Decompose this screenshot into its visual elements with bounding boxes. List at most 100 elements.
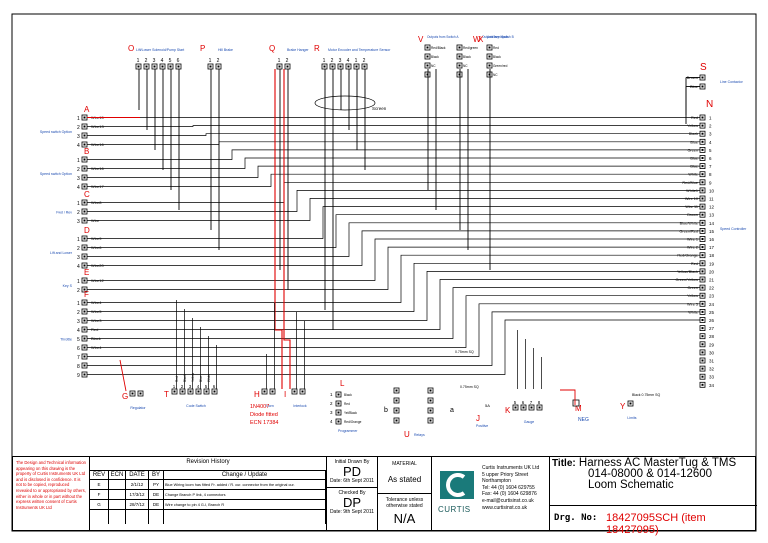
checked-date: Date: 9th Sept 2011: [329, 509, 375, 515]
pin-number: 10: [709, 188, 715, 193]
drawing-number-row: Drg. No: 18427095SCH (item 18427095): [550, 505, 757, 536]
pin-number: 3: [77, 219, 80, 225]
wire-label: Black: [183, 374, 187, 382]
revision-table: REV ECN DATE BY Change / Update E 2/1/12…: [90, 470, 326, 524]
pin-number: 18: [709, 253, 715, 258]
ecn-header: ECN: [108, 470, 126, 480]
pin-number: 26: [709, 318, 715, 323]
pin-dot: [701, 286, 704, 289]
pin-dot: [458, 73, 461, 76]
pin-dot: [701, 197, 704, 200]
drg-label: Drg. No:: [554, 513, 598, 523]
pin-number: 29: [709, 342, 715, 347]
pin-dot: [153, 65, 156, 68]
pin-dot: [701, 124, 704, 127]
pin-dot: [83, 301, 86, 304]
pin-dot: [161, 65, 164, 68]
connector-letter: V: [418, 35, 424, 44]
pin-dot: [339, 65, 342, 68]
connector-letter: Y: [620, 402, 626, 411]
pin-number: 6: [177, 58, 180, 64]
pin-dot: [83, 337, 86, 340]
pin-dot: [83, 237, 86, 240]
title-line: 014-08000 & 014-12600: [588, 468, 713, 480]
pin-number: 25: [709, 310, 715, 315]
wire-label: Yellow: [191, 372, 195, 382]
table-row: G 28/7/12 DE Wire change to pin 4 G-I, B…: [90, 499, 326, 510]
connector-letter: W: [473, 35, 481, 44]
pin-number: 30: [709, 350, 715, 355]
wire-label: Red: [493, 46, 499, 50]
pin-number: 1: [77, 301, 80, 307]
pin-number: 32: [709, 367, 715, 372]
pin-number: 4: [330, 419, 333, 424]
pin-number: 8: [538, 400, 541, 405]
pin-dot: [701, 294, 704, 297]
pin-number: 1: [77, 237, 80, 243]
company-address: Curtis Instruments UK Ltd 5 upper Priory…: [482, 465, 539, 511]
connector-letter: G: [122, 392, 128, 401]
connector-letter: B: [84, 147, 89, 156]
wire-line: [87, 157, 700, 169]
checked-by: DP: [342, 495, 362, 510]
pin-dot: [701, 262, 704, 265]
pin-dot: [278, 65, 281, 68]
pin-dot: [488, 73, 491, 76]
table-row: E 2/1/12 PY Blue Wiring loom has fitted …: [90, 479, 326, 490]
pin-dot: [522, 406, 525, 409]
pin-dot: [83, 355, 86, 358]
pin-dot: [426, 46, 429, 49]
cable-label: Black 0.75mm SQ: [632, 393, 660, 397]
pin-dot: [458, 64, 461, 67]
pin-number: 4: [709, 140, 712, 145]
wire-label: Red/Orange: [344, 420, 362, 424]
pin-number: 6: [709, 156, 712, 161]
pin-dot: [181, 390, 184, 393]
material-cell: MATERIAL As stated Tolerance unless othe…: [378, 457, 432, 530]
connector-label: NEG: [578, 417, 589, 423]
pin-number: 1: [77, 116, 80, 122]
pin-dot: [83, 134, 86, 137]
pin-number: 1: [77, 158, 80, 164]
pin-number: 4: [77, 328, 80, 334]
diode-annotation: ECN 17384: [250, 420, 278, 426]
wire-line: [87, 303, 700, 357]
pin-number: 2: [363, 58, 366, 64]
connector-label: Speed switch Option: [40, 130, 72, 134]
wire-label: Yellow: [687, 294, 698, 298]
pin-number: 4: [77, 185, 80, 191]
pin-number: 8: [709, 172, 712, 177]
pin-number: 1: [330, 392, 333, 397]
connector-letter: X: [478, 35, 484, 44]
wire-line: [87, 206, 700, 239]
table-row: F 17/3/12 DE Change Branch P link, 4 con…: [90, 489, 326, 500]
date-cell: 2/1/12: [125, 479, 149, 490]
connector-label: Gauge: [524, 420, 535, 424]
wire-label: Green: [687, 286, 698, 290]
wire-label: White: [207, 374, 211, 382]
pin-number: 7: [77, 355, 80, 361]
wire-label: Blue: [690, 140, 698, 144]
title-block: The Design and Technical information app…: [12, 456, 757, 536]
screen-label: Screen: [372, 106, 387, 111]
pin-dot: [83, 116, 86, 119]
pin-number: 9: [77, 373, 80, 379]
pin-number: 1: [278, 58, 281, 64]
rev-cell: F: [90, 489, 109, 500]
tolerance-label: Tolerance unless otherwise stated: [385, 497, 424, 509]
wire-label: Blue: [690, 165, 698, 169]
pin-dot: [83, 264, 86, 267]
pin-dot: [83, 328, 86, 331]
pin-dot: [83, 373, 86, 376]
connector-letter: N: [706, 99, 713, 110]
pin-dot: [363, 65, 366, 68]
pin-dot: [458, 55, 461, 58]
pin-dot: [83, 176, 86, 179]
pin-dot: [83, 185, 86, 188]
pin-number: 16: [709, 237, 715, 242]
wire-label: Red/Orange: [677, 254, 698, 258]
pin-dot: [429, 409, 432, 412]
pin-dot: [701, 246, 704, 249]
connector-letter: Q: [269, 44, 275, 53]
title-line: Loom Schematic: [588, 479, 674, 491]
